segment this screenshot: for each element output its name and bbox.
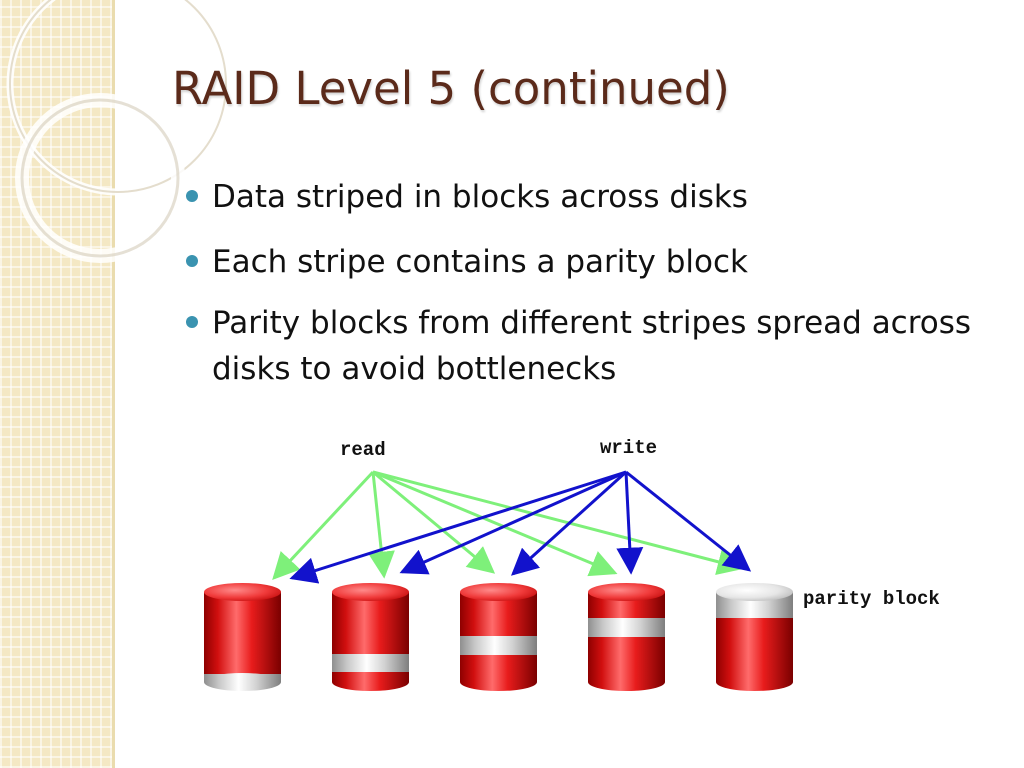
- bullet-dot-icon: [186, 255, 198, 267]
- bullet-item: Each stripe contains a parity block: [184, 239, 1004, 285]
- disk-3: [460, 583, 537, 691]
- write-arrow: [616, 471, 644, 575]
- slide-title: RAID Level 5 (continued): [172, 62, 730, 115]
- disk-2: [332, 583, 409, 691]
- disk-4: [588, 583, 665, 691]
- bullet-item: Parity blocks from different stripes spr…: [184, 300, 1004, 392]
- read-label: read: [340, 439, 386, 461]
- bullet-item: Data striped in blocks across disks: [184, 174, 1004, 220]
- read-arrows: [272, 470, 745, 580]
- disk-1: [204, 583, 281, 691]
- read-arrow: [272, 470, 375, 580]
- write-arrows: [289, 470, 752, 584]
- bullet-dot-icon: [186, 190, 198, 202]
- disk-5: [716, 583, 793, 691]
- read-arrow: [372, 470, 496, 574]
- write-arrow: [289, 470, 627, 584]
- read-arrow: [372, 470, 745, 575]
- write-label: write: [600, 437, 657, 459]
- write-arrow: [399, 470, 627, 575]
- read-arrow: [368, 471, 395, 579]
- decorative-circles: [6, 0, 230, 263]
- write-arrow: [625, 470, 752, 572]
- bullet-list: Data striped in blocks across disks Each…: [184, 174, 1004, 411]
- bullet-text: Parity blocks from different stripes spr…: [212, 305, 972, 387]
- read-arrow: [372, 470, 618, 577]
- bullet-dot-icon: [186, 316, 198, 328]
- write-arrow: [510, 470, 628, 576]
- bullet-text: Data striped in blocks across disks: [212, 179, 748, 215]
- parity-block-label: parity block: [803, 588, 940, 610]
- bullet-text: Each stripe contains a parity block: [212, 244, 748, 280]
